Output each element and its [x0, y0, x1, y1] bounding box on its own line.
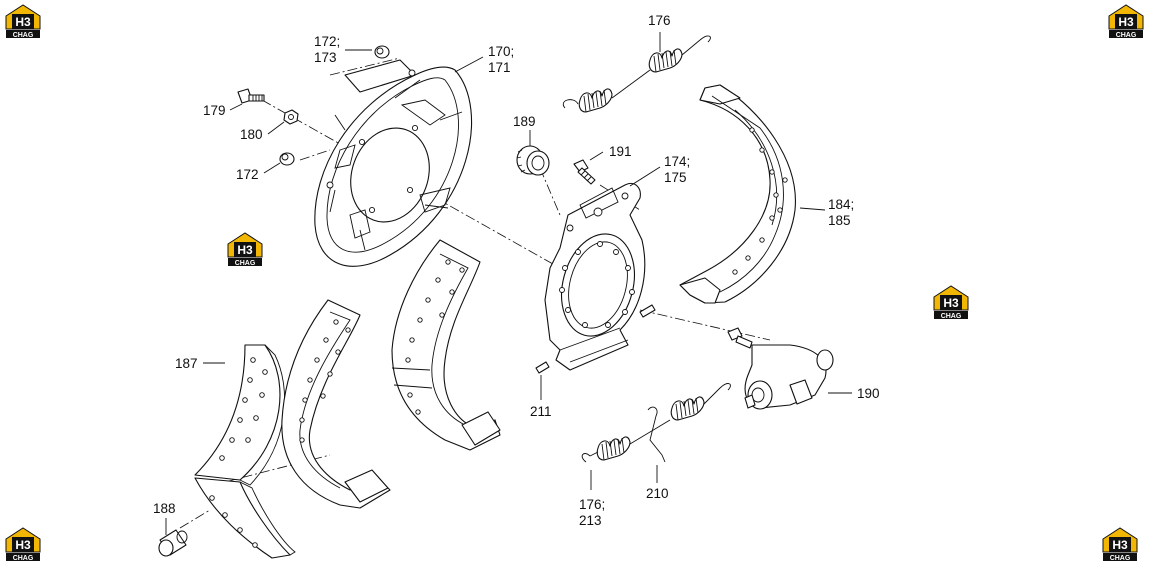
- part-180-nut: [283, 109, 299, 125]
- watermark-mark: H3: [15, 15, 31, 29]
- callout-labels: 172;173 170;171 179 180 172 176 189 191 …: [153, 13, 880, 528]
- watermark-caption: CHAG: [13, 32, 34, 39]
- watermark-mark: H3: [237, 243, 253, 257]
- callout-176-top: 176: [648, 13, 671, 28]
- watermark-caption: CHAG: [1116, 32, 1137, 39]
- part-190-wheel-cylinder: [727, 327, 834, 410]
- part-176-spring-lower: [581, 383, 731, 463]
- backing-plate: [314, 59, 473, 267]
- watermark-mark: H3: [1118, 15, 1134, 29]
- watermark-caption: CHAG: [235, 260, 256, 267]
- callout-184-185: 184;185: [828, 197, 854, 228]
- watermark-caption: CHAG: [13, 555, 34, 562]
- brake-shoe-right: [391, 239, 501, 451]
- part-189-seal: [516, 145, 550, 176]
- part-188-bushing: [158, 529, 188, 557]
- callout-172-173: 172;173: [314, 34, 340, 65]
- watermark-mark: H3: [943, 296, 959, 310]
- part-172-bushing: [279, 152, 295, 166]
- assembly-centerlines: [179, 57, 771, 529]
- leader-lines: [165, 32, 852, 535]
- watermark-mark: H3: [15, 538, 31, 552]
- part-187-shoe-lining: [194, 344, 296, 559]
- callout-172: 172: [236, 167, 259, 182]
- callout-191: 191: [609, 144, 632, 159]
- callout-174-175: 174;175: [664, 154, 690, 185]
- part-211-pin: [535, 304, 656, 374]
- part-191-bolt: [573, 159, 596, 185]
- callout-188: 188: [153, 501, 176, 516]
- part-176-spring-top: [562, 35, 711, 113]
- watermark-caption: CHAG: [1110, 555, 1131, 562]
- part-179-bolt: [237, 88, 265, 104]
- callout-189: 189: [513, 114, 536, 129]
- callout-190: 190: [857, 386, 880, 401]
- brake-shoe-middle: [281, 299, 391, 509]
- part-174-anchor-bracket: [544, 182, 646, 371]
- callout-210: 210: [646, 486, 669, 501]
- watermark-caption: CHAG: [941, 313, 962, 320]
- callout-211: 211: [530, 404, 552, 419]
- callout-170-171: 170;171: [488, 44, 514, 75]
- callout-176-213: 176;213: [579, 497, 605, 528]
- part-173-bushing: [374, 45, 390, 59]
- callout-179: 179: [203, 103, 226, 118]
- callout-187: 187: [175, 356, 198, 371]
- part-184-brake-shoe: [679, 84, 796, 304]
- callout-180: 180: [240, 127, 263, 142]
- part-210-lever: [647, 406, 666, 463]
- watermark-mark: H3: [1112, 538, 1128, 552]
